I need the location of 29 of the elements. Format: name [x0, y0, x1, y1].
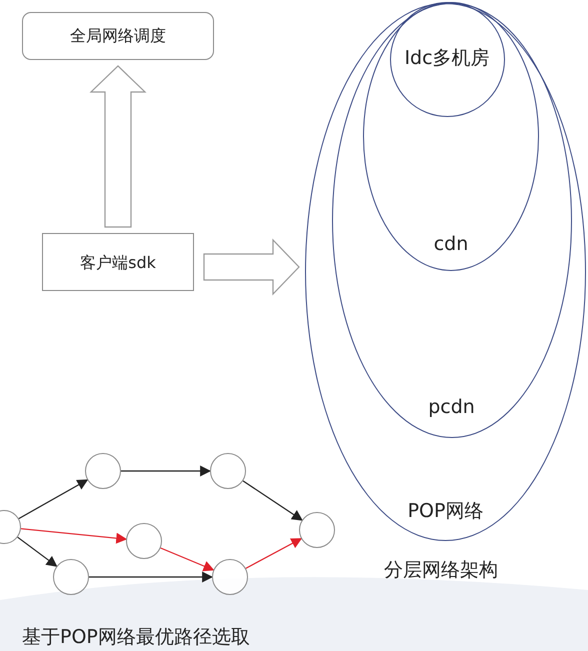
caption-text: 基于POP网络最优路径选取	[22, 625, 250, 650]
process-box	[42, 233, 194, 291]
circle-node	[299, 512, 335, 548]
circle-node	[126, 523, 162, 559]
box-label: 客户端sdk	[79, 253, 157, 274]
box-label: 全局网络调度	[69, 26, 167, 47]
circle-node	[53, 559, 89, 595]
arrow	[89, 572, 214, 582]
circle-region	[390, 2, 504, 116]
ellipse-region	[332, 2, 572, 438]
process-box	[22, 12, 214, 60]
region-label: Idc多机房	[403, 46, 491, 70]
arrow	[121, 466, 212, 476]
region-label: POP网络	[406, 499, 484, 524]
arrow	[242, 480, 303, 521]
circle-node	[85, 453, 121, 489]
arrow	[246, 538, 302, 569]
circle-node	[210, 453, 246, 489]
arrow	[18, 479, 88, 520]
arrow	[20, 528, 128, 544]
block-arrow	[90, 65, 146, 228]
circle-node	[212, 559, 248, 595]
ellipse-region	[363, 2, 539, 271]
region-label: cdn	[432, 233, 470, 255]
block-arrow	[203, 238, 300, 296]
caption-text: 分层网络架构	[384, 558, 498, 583]
arrow	[17, 536, 58, 567]
arrow	[160, 547, 214, 572]
region-label: pcdn	[427, 396, 476, 418]
